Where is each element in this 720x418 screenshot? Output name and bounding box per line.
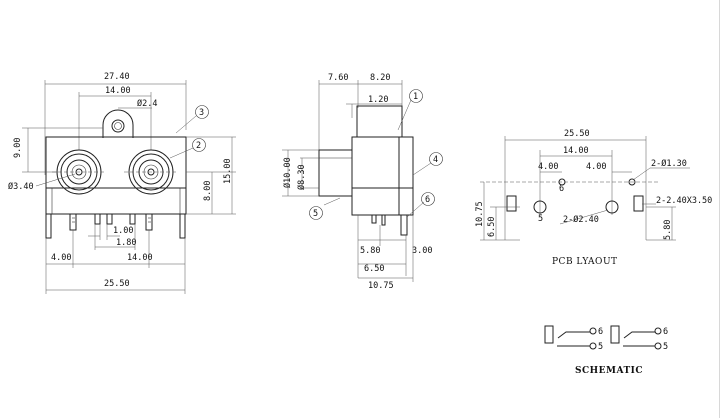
schematic-pin-6b: 6 xyxy=(663,327,668,337)
schematic-pin-5b: 5 xyxy=(663,342,668,352)
pcb-slot: 2-2.40X3.50 xyxy=(656,196,712,206)
schematic: 6 5 6 5 SCHEMATIC xyxy=(544,325,668,376)
dim-hole-dia: Ø2.4 xyxy=(137,98,157,109)
dim-width-top: 27.40 xyxy=(104,72,130,82)
dim-bottom-1075: 10.75 xyxy=(368,281,394,291)
dim-top-right: 8.20 xyxy=(370,73,390,83)
callout-5: 5 xyxy=(313,209,318,219)
schematic-pin-6a: 6 xyxy=(598,327,603,337)
dim-dia-10: Ø10.00 xyxy=(282,157,293,188)
pcb-caption: PCB LYAOUT xyxy=(552,257,618,267)
pcb-width: 25.50 xyxy=(564,129,590,139)
dim-top-small: 1.20 xyxy=(368,95,388,105)
callout-3: 3 xyxy=(199,108,204,118)
dim-pin-spacing: 1.00 xyxy=(113,226,133,236)
pcb-label-5: 5 xyxy=(538,214,543,224)
callout-2: 2 xyxy=(196,141,201,151)
callout-1: 1 xyxy=(413,92,418,102)
front-view: 27.40 14.00 Ø2.4 xyxy=(8,72,236,294)
callout-4: 4 xyxy=(433,155,438,165)
pcb-height-right: 5.80 xyxy=(663,220,673,240)
dim-pin-pitch: 14.00 xyxy=(127,253,153,263)
side-view: 7.60 8.20 1.20 Ø10.00 Ø8.30 5.80 3.00 6 xyxy=(282,73,443,291)
pcb-spacing: 14.00 xyxy=(563,146,589,156)
dim-width-bottom: 25.50 xyxy=(104,279,130,289)
dim-dia-8: Ø8.30 xyxy=(296,164,307,190)
pcb-height-left: 10.75 xyxy=(475,201,485,227)
pcb-left-gap: 4.00 xyxy=(538,162,558,172)
pcb-right-gap: 4.00 xyxy=(586,162,606,172)
pcb-height-inner: 6.50 xyxy=(487,217,497,237)
dim-height-left: 9.00 xyxy=(13,138,23,158)
dim-bottom-300: 3.00 xyxy=(412,246,432,256)
pcb-layout: 25.50 14.00 4.00 4.00 6 5 10.75 6.50 5.8… xyxy=(475,129,712,267)
dim-top-left: 7.60 xyxy=(328,73,348,83)
dim-height-15: 15.00 xyxy=(223,158,233,184)
dim-pin-span: 1.80 xyxy=(116,238,136,248)
callout-6: 6 xyxy=(425,195,430,205)
dim-height-8: 8.00 xyxy=(203,181,213,201)
dim-spacing-top: 14.00 xyxy=(105,86,131,96)
pcb-label-6: 6 xyxy=(559,184,564,194)
dim-jack-dia: Ø3.40 xyxy=(8,181,34,192)
dim-left-offset: 4.00 xyxy=(51,253,71,263)
pcb-hole-small: 2-Ø1.30 xyxy=(651,158,687,169)
dim-bottom-580: 5.80 xyxy=(360,246,380,256)
dim-bottom-650: 6.50 xyxy=(364,264,384,274)
schematic-pin-5a: 5 xyxy=(598,342,603,352)
schematic-caption: SCHEMATIC xyxy=(575,366,643,376)
pcb-hole-large: 2-Ø2.40 xyxy=(563,214,599,225)
